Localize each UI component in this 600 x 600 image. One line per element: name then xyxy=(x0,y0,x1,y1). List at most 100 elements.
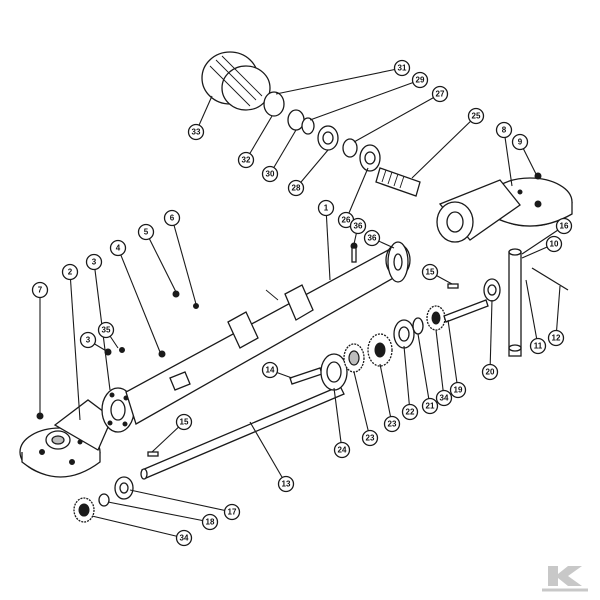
callout-label: 20 xyxy=(486,368,495,377)
left-gearbox-housing xyxy=(19,399,113,478)
leader-line-25 xyxy=(411,115,477,179)
bolt-35 xyxy=(119,347,125,353)
callout-18: 18 xyxy=(201,513,219,531)
gear-34-right xyxy=(426,305,446,331)
callout-label: 33 xyxy=(192,128,201,137)
leader-line-34 xyxy=(435,329,445,399)
ring-27 xyxy=(342,138,358,158)
leader-line-6 xyxy=(171,217,197,305)
callout-35: 35 xyxy=(97,321,115,339)
callout-label: 17 xyxy=(228,508,237,517)
callout-17: 17 xyxy=(223,503,241,521)
callout-label: 18 xyxy=(206,518,215,527)
callout-label: 36 xyxy=(354,222,363,231)
bearing-24 xyxy=(320,353,348,391)
main-tube xyxy=(125,243,411,425)
callout-22: 22 xyxy=(401,403,419,421)
callout-15: 15 xyxy=(175,413,193,431)
callout-label: 3 xyxy=(92,258,97,267)
pin-12 xyxy=(531,267,569,291)
callout-8: 8 xyxy=(495,121,513,139)
leader-line-29 xyxy=(309,79,421,121)
callout-label: 13 xyxy=(282,480,291,489)
bearing-20 xyxy=(483,278,501,302)
leader-line-30 xyxy=(269,129,297,175)
callout-7: 7 xyxy=(31,281,49,299)
callout-label: 28 xyxy=(292,184,301,193)
leader-line-28 xyxy=(295,149,329,189)
ring-21 xyxy=(412,317,424,335)
gear-23a xyxy=(343,343,365,373)
callout-4: 4 xyxy=(109,239,127,257)
callout-label: 14 xyxy=(266,366,275,375)
callout-36: 36 xyxy=(363,229,381,247)
callout-25: 25 xyxy=(467,107,485,125)
leader-line-26 xyxy=(345,167,369,221)
bolt-6 xyxy=(193,303,199,309)
bearing-17 xyxy=(114,476,134,500)
callout-label: 1 xyxy=(324,204,329,213)
callout-label: 29 xyxy=(416,76,425,85)
leader-line-2 xyxy=(69,271,81,421)
leader-line-23 xyxy=(353,371,371,439)
leader-line-20 xyxy=(489,299,493,373)
callout-19: 19 xyxy=(449,381,467,399)
callout-label: 11 xyxy=(534,342,543,351)
callout-12: 12 xyxy=(547,329,565,347)
callout-23: 23 xyxy=(383,415,401,433)
leader-line-1 xyxy=(325,207,331,281)
callout-label: 35 xyxy=(102,326,111,335)
leader-line-8 xyxy=(503,129,513,187)
vertical-shaft xyxy=(508,248,522,357)
bearing-28 xyxy=(317,125,339,151)
callout-27: 27 xyxy=(431,85,449,103)
callout-15: 15 xyxy=(421,263,439,281)
leader-line-5 xyxy=(145,231,177,293)
callout-label: 31 xyxy=(398,64,407,73)
leader-line-18 xyxy=(107,501,211,523)
leader-line-22 xyxy=(403,345,411,413)
leader-line-16 xyxy=(521,225,565,255)
callout-2: 2 xyxy=(61,263,79,281)
callout-label: 19 xyxy=(454,386,463,395)
leader-line-11 xyxy=(525,279,539,347)
callout-10: 10 xyxy=(545,235,563,253)
callout-label: 3 xyxy=(86,336,91,345)
callout-33: 33 xyxy=(187,123,205,141)
callout-label: 26 xyxy=(342,216,351,225)
key-15-lower xyxy=(147,451,159,457)
callout-label: 7 xyxy=(38,286,43,295)
callout-label: 10 xyxy=(550,240,559,249)
callout-label: 15 xyxy=(426,268,435,277)
callout-23: 23 xyxy=(361,429,379,447)
leader-line-19 xyxy=(447,319,459,391)
callout-label: 36 xyxy=(368,234,377,243)
right-gearbox-housing xyxy=(436,177,573,243)
leader-line-27 xyxy=(353,93,441,143)
callout-label: 25 xyxy=(472,112,481,121)
gear-23b xyxy=(367,333,393,367)
callout-9: 9 xyxy=(511,133,529,151)
leader-line-24 xyxy=(333,387,343,451)
callout-29: 29 xyxy=(411,71,429,89)
shaft-19 xyxy=(443,299,489,323)
grease-nipple-35 xyxy=(350,242,358,263)
nut-9 xyxy=(534,172,542,180)
callout-5: 5 xyxy=(137,223,155,241)
callout-32: 32 xyxy=(237,151,255,169)
callout-13: 13 xyxy=(277,475,295,493)
leader-line-12 xyxy=(555,285,561,339)
rubber-boot-33 xyxy=(201,51,271,111)
leader-line-32 xyxy=(245,115,273,161)
callout-label: 15 xyxy=(180,418,189,427)
bearing-26 xyxy=(359,144,381,172)
callout-label: 12 xyxy=(552,334,561,343)
gear-34-left xyxy=(73,497,95,523)
callout-30: 30 xyxy=(261,165,279,183)
callout-label: 2 xyxy=(68,268,73,277)
callout-20: 20 xyxy=(481,363,499,381)
callout-16: 16 xyxy=(555,217,573,235)
callout-1: 1 xyxy=(317,199,335,217)
callout-14: 14 xyxy=(261,361,279,379)
